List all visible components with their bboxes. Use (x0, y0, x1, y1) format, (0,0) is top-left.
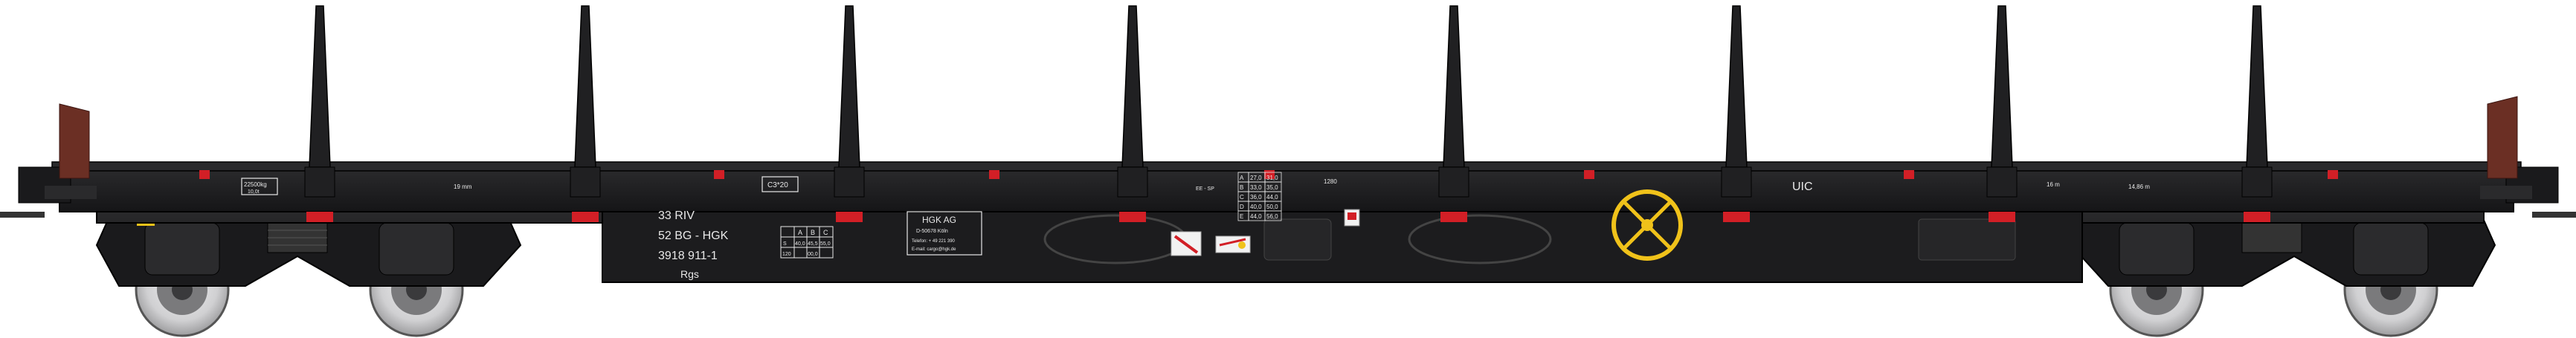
stake-red-marker (1723, 212, 1750, 222)
grid-r1-c3: 55,0 (820, 241, 831, 247)
dimension-label-16m: 16 m (2047, 181, 2060, 188)
deck-red-marker-1 (199, 170, 210, 179)
capacity-cell: 50,0 (1266, 204, 1278, 210)
warning-placard-right (1215, 235, 1251, 253)
stake-red-marker (2244, 212, 2270, 222)
capacity-cell: 27,0 (1250, 175, 1262, 181)
stake-red-marker (306, 212, 333, 222)
dimension-label-19mm: 19 mm (454, 183, 472, 190)
capacity-cell: E (1240, 213, 1243, 220)
capacity-cell: 44,0 (1266, 194, 1278, 201)
capacity-cell: D (1240, 204, 1244, 210)
wagon-type-code: Rgs (680, 268, 699, 280)
operator-address: D-50678 Köln (916, 229, 948, 234)
stake-5 (1438, 5, 1469, 222)
deck-red-marker-3 (989, 170, 999, 179)
axle-code-label: 1280 (1324, 178, 1337, 185)
grid-header-b: B (811, 229, 815, 236)
uic-label: UIC (1792, 181, 1813, 193)
capacity-cell: 44,0 (1250, 213, 1262, 220)
grid-r2-c2: 00,0 (808, 252, 818, 257)
deck-top (51, 161, 2522, 172)
spring-pack-icon (267, 222, 328, 253)
bogie-left (95, 209, 522, 287)
grid-r1-c0: S (783, 241, 787, 247)
buffer-right (2480, 96, 2576, 218)
capacity-cell: 56,0 (1266, 213, 1278, 220)
grid-r1-c1: 40,0 (795, 241, 805, 247)
capacity-cell: 35,0 (1266, 184, 1278, 191)
deck-beam (59, 166, 2514, 212)
capacity-cell: 40,0 (1250, 204, 1262, 210)
riv-markings: 33 RIV 52 BG - HGK 3918 911-1 Rgs (658, 209, 729, 280)
capacity-cell: C (1240, 194, 1244, 201)
deck-red-marker-2 (714, 170, 724, 179)
stake-4 (1117, 5, 1148, 222)
ee-sp-label: EE - SP (1196, 186, 1214, 192)
grid-r1-c2: 45,5 (808, 241, 818, 247)
capacity-cell: 31,0 (1266, 175, 1278, 181)
stake-7 (1986, 5, 2018, 222)
capacity-cell: 36,0 (1250, 194, 1262, 201)
deck-red-marker-7 (2328, 170, 2338, 179)
deck-red-marker-5 (1584, 170, 1594, 179)
brake-wheel-icon (1611, 189, 1683, 261)
capacity-cell: A (1240, 175, 1244, 181)
stake-red-marker (1440, 212, 1467, 222)
stake-red-marker (836, 212, 863, 222)
operator-name: HGK AG (922, 215, 956, 225)
load-small-label: 10,0t (248, 189, 260, 195)
wagon-number: 3918 911-1 (658, 250, 718, 262)
wagon-underframe (96, 207, 2485, 283)
operator-plate: HGK AG D-50678 Köln Telefon: + 49 221 39… (907, 211, 982, 256)
stake-red-marker (1989, 212, 2015, 222)
riv-line1: 33 RIV (658, 209, 695, 222)
stake-2 (570, 5, 601, 222)
bogie-right (2070, 211, 2496, 287)
operator-phone: Telefon: + 49 221 390 (912, 239, 956, 244)
grid-r2-c0: 120 (782, 252, 791, 257)
capacity-cell: 33,0 (1250, 184, 1262, 191)
stakes (304, 5, 2273, 222)
dimension-label-1486m: 14,86 m (2128, 183, 2150, 190)
speed-code-label: C3*20 (767, 181, 788, 189)
operator-email: E-mail: cargo@hgk.de (912, 247, 956, 252)
load-grid: A B C S 40,0 45,5 55,0 120 00,0 (780, 226, 834, 259)
grid-header-a: A (798, 229, 802, 236)
stake-red-marker (572, 212, 599, 222)
capacity-cell: B (1240, 184, 1243, 191)
stake-red-marker (1119, 212, 1146, 222)
stake-6 (1721, 5, 1752, 222)
stake-8 (2241, 5, 2273, 222)
stake-1 (304, 5, 335, 222)
buffer-left (0, 103, 97, 218)
load-limit-box: 22500kg 10,0t (241, 178, 278, 195)
stake-3 (834, 5, 865, 222)
load-limit-label: 22500kg (244, 181, 267, 188)
grid-header-c: C (823, 229, 828, 236)
deck-red-marker-6 (1904, 170, 1914, 179)
handbrake-lever-icon (1344, 209, 1360, 227)
speed-code-box: C3*20 (761, 176, 799, 192)
riv-line2: 52 BG - HGK (658, 230, 729, 242)
warning-placard-left (1171, 231, 1202, 256)
